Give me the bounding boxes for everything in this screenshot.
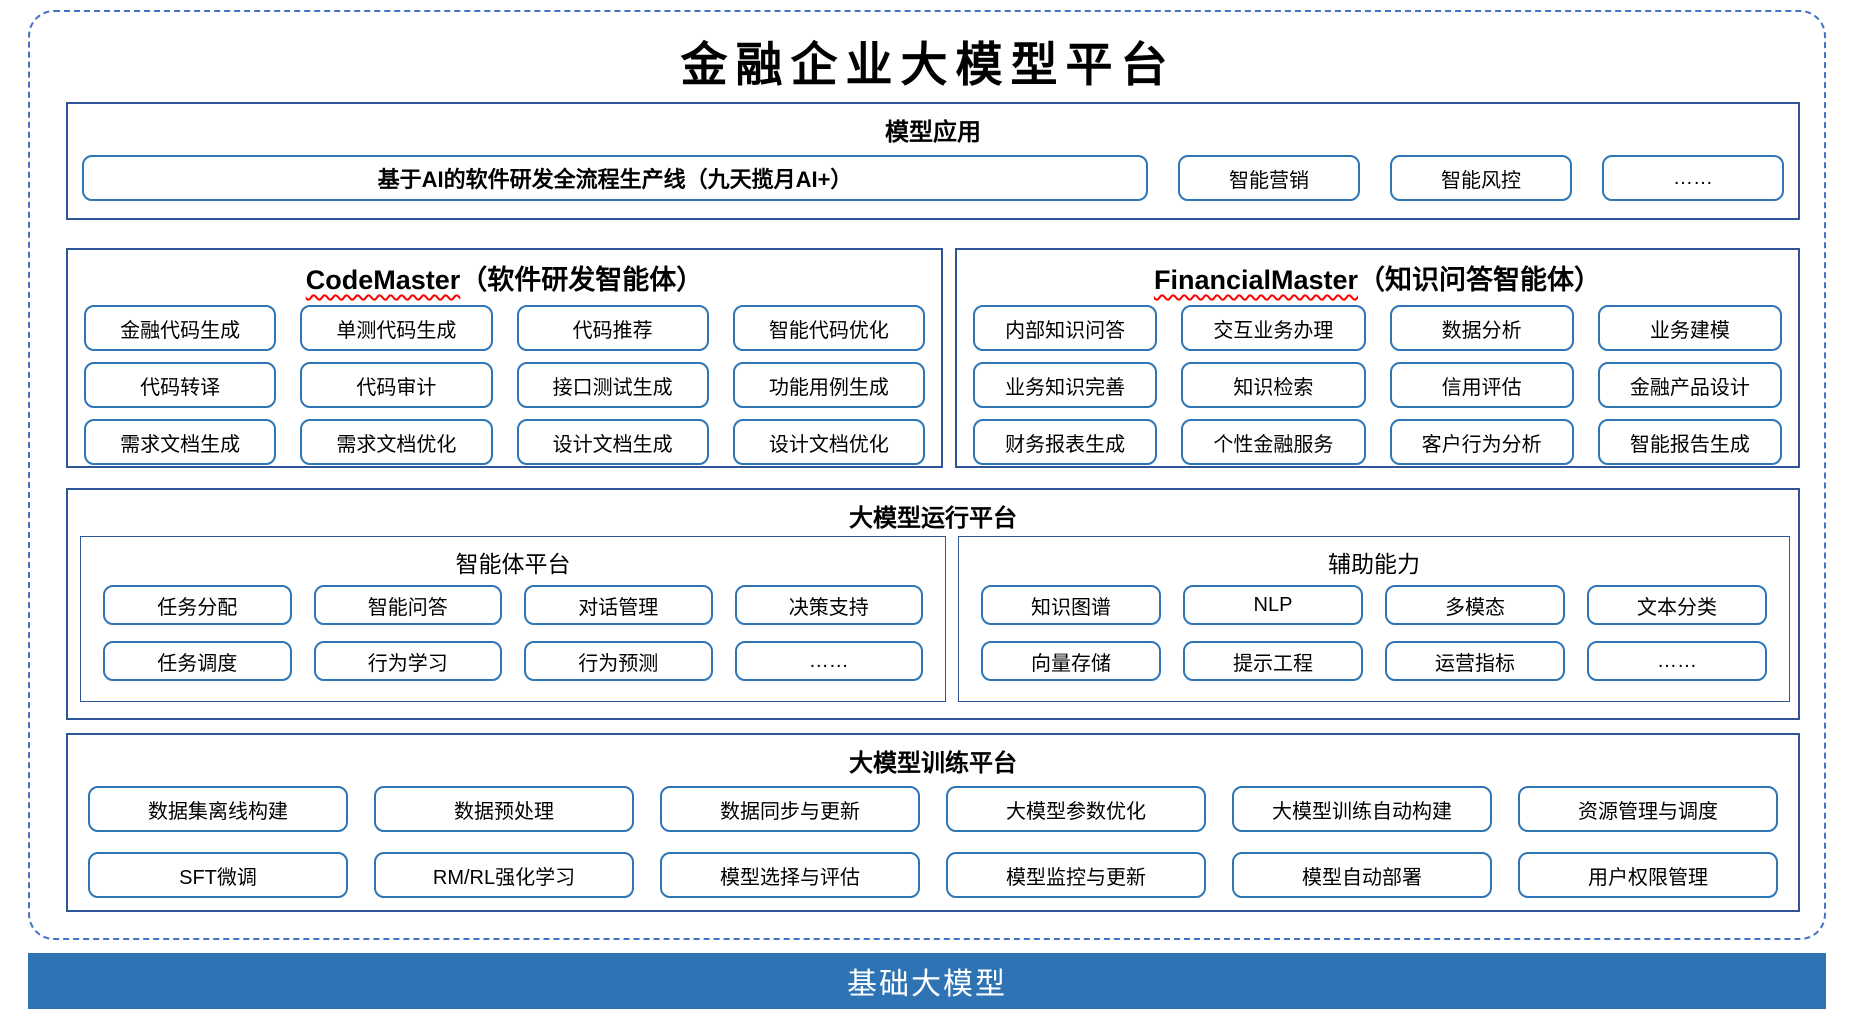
app-chip-more: ……: [1602, 155, 1784, 201]
capability-chip: 客户行为分析: [1389, 419, 1574, 465]
capability-chip: 数据预处理: [374, 786, 634, 832]
section-title: 模型应用: [885, 119, 981, 146]
capability-chip: 设计文档优化: [732, 419, 925, 465]
section-model-applications: 模型应用 基于AI的软件研发全流程生产线（九天揽月AI+） 智能营销 智能风控 …: [66, 102, 1800, 220]
capability-chip-more: ……: [734, 641, 923, 681]
app-chip-row: 基于AI的软件研发全流程生产线（九天揽月AI+） 智能营销 智能风控 ……: [68, 147, 1798, 201]
capability-chip: 功能用例生成: [732, 362, 925, 408]
agent-platform-title: 智能体平台: [455, 551, 571, 577]
capability-chip: 接口测试生成: [516, 362, 709, 408]
capability-chip: 向量存储: [981, 641, 1161, 681]
capability-chip: 决策支持: [734, 585, 923, 625]
capability-chip: 业务建模: [1597, 305, 1782, 351]
section-training-platform: 大模型训练平台 数据集离线构建 数据预处理 数据同步与更新 大模型参数优化 大模…: [66, 733, 1800, 912]
capability-chip: 代码转译: [84, 362, 277, 408]
capability-chip: 智能报告生成: [1597, 419, 1782, 465]
capability-chip: 多模态: [1385, 585, 1565, 625]
capability-chip: 行为学习: [313, 641, 502, 681]
app-chip: 智能营销: [1178, 155, 1360, 201]
base-model-bar: 基础大模型: [28, 953, 1826, 1009]
capability-chip: 知识图谱: [981, 585, 1161, 625]
capability-chip: 行为预测: [524, 641, 713, 681]
capability-chip: 大模型参数优化: [946, 786, 1206, 832]
capability-chip: 任务分配: [103, 585, 292, 625]
capability-chip: 模型监控与更新: [946, 852, 1206, 898]
capability-chip: 模型自动部署: [1232, 852, 1492, 898]
section-financialmaster: FinancialMaster（知识问答智能体） 内部知识问答 交互业务办理 数…: [955, 248, 1800, 468]
subsection-agent-platform: 智能体平台 任务分配 智能问答 对话管理 决策支持 任务调度 行为学习 行为预测…: [80, 536, 946, 702]
capability-chip: 财务报表生成: [973, 419, 1158, 465]
training-grid: 数据集离线构建 数据预处理 数据同步与更新 大模型参数优化 大模型训练自动构建 …: [68, 778, 1798, 898]
capability-chip: 金融产品设计: [1597, 362, 1782, 408]
capability-chip: 知识检索: [1181, 362, 1366, 408]
capability-chip: 用户权限管理: [1518, 852, 1778, 898]
capability-chip: 智能问答: [313, 585, 502, 625]
codemaster-title: CodeMaster（软件研发智能体）: [68, 250, 941, 297]
capability-chip: 内部知识问答: [973, 305, 1158, 351]
codemaster-title-en: CodeMaster: [305, 265, 461, 295]
capability-chip: 金融代码生成: [84, 305, 277, 351]
section-runtime-platform: 大模型运行平台 智能体平台 任务分配 智能问答 对话管理 决策支持 任务调度 行…: [66, 488, 1800, 720]
codemaster-title-suffix: （软件研发智能体）: [460, 265, 704, 295]
capability-chip: 数据分析: [1389, 305, 1574, 351]
capability-chip: 数据集离线构建: [88, 786, 348, 832]
capability-chip: 代码推荐: [516, 305, 709, 351]
financialmaster-title-en: FinancialMaster: [1153, 265, 1359, 295]
capability-chip: 大模型训练自动构建: [1232, 786, 1492, 832]
agent-platform-grid: 任务分配 智能问答 对话管理 决策支持 任务调度 行为学习 行为预测 ……: [81, 579, 945, 681]
codemaster-grid: 金融代码生成 单测代码生成 代码推荐 智能代码优化 代码转译 代码审计 接口测试…: [68, 297, 941, 465]
capability-chip: 数据同步与更新: [660, 786, 920, 832]
capability-chip: 任务调度: [103, 641, 292, 681]
capability-chip: 信用评估: [1389, 362, 1574, 408]
capability-chip: 提示工程: [1183, 641, 1363, 681]
subsection-aux-capability: 辅助能力 知识图谱 NLP 多模态 文本分类 向量存储 提示工程 运营指标 ……: [958, 536, 1790, 702]
training-title: 大模型训练平台: [849, 750, 1017, 777]
capability-chip-more: ……: [1587, 641, 1767, 681]
financialmaster-title: FinancialMaster（知识问答智能体）: [957, 250, 1798, 297]
section-codemaster: CodeMaster（软件研发智能体） 金融代码生成 单测代码生成 代码推荐 智…: [66, 248, 943, 468]
app-chip: 智能风控: [1390, 155, 1572, 201]
capability-chip: 业务知识完善: [973, 362, 1158, 408]
agents-row: CodeMaster（软件研发智能体） 金融代码生成 单测代码生成 代码推荐 智…: [66, 248, 1800, 468]
runtime-title: 大模型运行平台: [849, 505, 1017, 532]
capability-chip: RM/RL强化学习: [374, 852, 634, 898]
capability-chip: 模型选择与评估: [660, 852, 920, 898]
aux-capability-grid: 知识图谱 NLP 多模态 文本分类 向量存储 提示工程 运营指标 ……: [959, 579, 1789, 681]
capability-chip: 单测代码生成: [300, 305, 493, 351]
capability-chip: 需求文档优化: [300, 419, 493, 465]
capability-chip: 个性金融服务: [1181, 419, 1366, 465]
capability-chip: 运营指标: [1385, 641, 1565, 681]
capability-chip: 代码审计: [300, 362, 493, 408]
app-chip-production-line: 基于AI的软件研发全流程生产线（九天揽月AI+）: [82, 155, 1148, 201]
financialmaster-grid: 内部知识问答 交互业务办理 数据分析 业务建模 业务知识完善 知识检索 信用评估…: [957, 297, 1798, 465]
page-title: 金融企业大模型平台: [680, 38, 1176, 93]
capability-chip: NLP: [1183, 585, 1363, 625]
capability-chip: 资源管理与调度: [1518, 786, 1778, 832]
capability-chip: 设计文档生成: [516, 419, 709, 465]
financialmaster-title-suffix: （知识问答智能体）: [1358, 265, 1602, 295]
capability-chip: 交互业务办理: [1181, 305, 1366, 351]
capability-chip: 智能代码优化: [732, 305, 925, 351]
capability-chip: 对话管理: [524, 585, 713, 625]
capability-chip: 文本分类: [1587, 585, 1767, 625]
capability-chip: 需求文档生成: [84, 419, 277, 465]
outer-dashed-frame: [28, 10, 1826, 940]
base-model-label: 基础大模型: [847, 968, 1007, 1001]
aux-capability-title: 辅助能力: [1328, 551, 1420, 577]
capability-chip: SFT微调: [88, 852, 348, 898]
